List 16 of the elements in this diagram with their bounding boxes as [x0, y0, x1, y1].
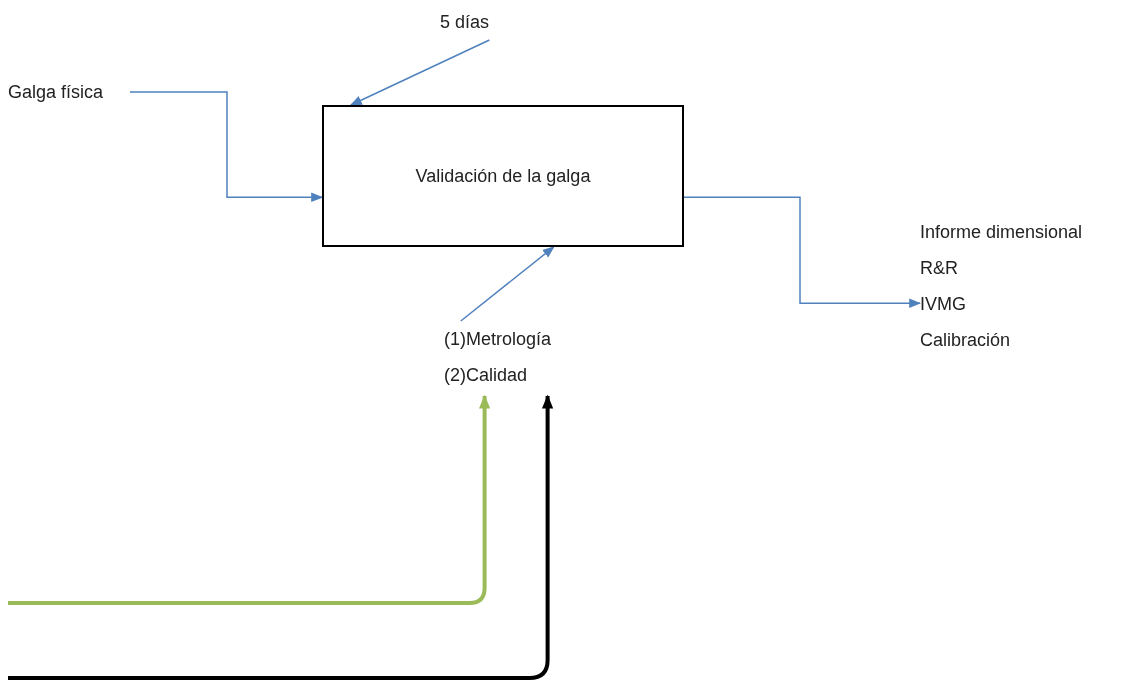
- arrow: [349, 39, 491, 106]
- arrow: [8, 394, 491, 605]
- duration-text: 5 días: [440, 11, 491, 34]
- input-text: Galga física: [8, 81, 105, 104]
- output-text: R&R: [920, 257, 959, 280]
- output-text: Calibración: [920, 329, 1012, 352]
- arrow: [683, 196, 922, 309]
- process-title: Validación de la galga: [415, 165, 591, 188]
- output-text: Informe dimensional: [920, 221, 1084, 244]
- output-text: IVMG: [920, 293, 967, 316]
- arrow: [8, 394, 554, 680]
- arrow: [129, 91, 324, 203]
- mechanism-text: (1)Metrología: [444, 328, 553, 351]
- process-box: [322, 105, 684, 247]
- arrow: [460, 246, 555, 322]
- mechanism-text: (2)Calidad: [444, 364, 529, 387]
